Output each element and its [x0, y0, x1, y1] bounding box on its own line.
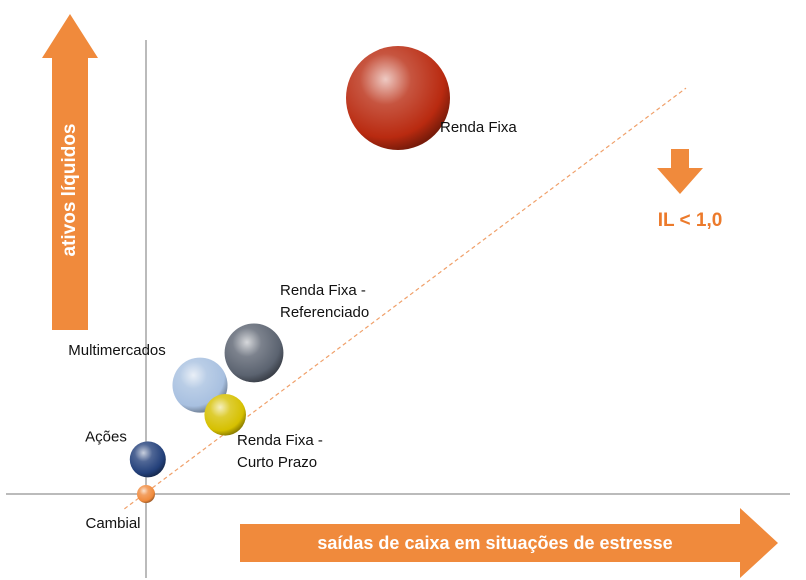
threshold-label: IL < 1,0 — [658, 210, 723, 231]
bubble-label-line: Renda Fixa - — [280, 282, 366, 299]
bubble-acoes — [129, 441, 166, 478]
y-axis-arrow-label: ativos líquidos — [59, 123, 80, 256]
x-axis-arrow — [240, 508, 778, 578]
y-axis-arrow — [42, 14, 98, 330]
bubbles-group — [129, 46, 450, 504]
bubble-label: Ações — [85, 428, 127, 445]
bubble-label-line: Renda Fixa - — [237, 432, 323, 449]
x-axis-arrow-label: saídas de caixa em situações de estresse — [317, 533, 672, 553]
bubble-label: Renda Fixa - Curto Prazo — [237, 432, 323, 471]
bubble-label: Multimercados — [68, 342, 166, 359]
bubble-renda-fixa-referenciado — [224, 323, 284, 383]
bubble-label-line: Curto Prazo — [237, 454, 317, 471]
bubble-label: Renda Fixa - Referenciado — [280, 282, 369, 321]
bubble-label-line: Renda Fixa — [440, 119, 517, 136]
bubble-label-line: Ações — [85, 428, 127, 445]
bubble-label-line: Multimercados — [68, 342, 166, 359]
bubble-label: Renda Fixa — [440, 119, 517, 136]
bubble-label-line: Cambial — [85, 515, 140, 532]
trend-line-il — [124, 87, 687, 510]
bubble-cambial — [136, 484, 156, 504]
bubble-label: Cambial — [85, 515, 140, 532]
bubble-label-line: Referenciado — [280, 304, 369, 321]
threshold-down-arrow — [657, 149, 703, 194]
bubble-renda-fixa-curto-prazo — [204, 394, 246, 436]
bubble-renda-fixa — [346, 46, 450, 150]
